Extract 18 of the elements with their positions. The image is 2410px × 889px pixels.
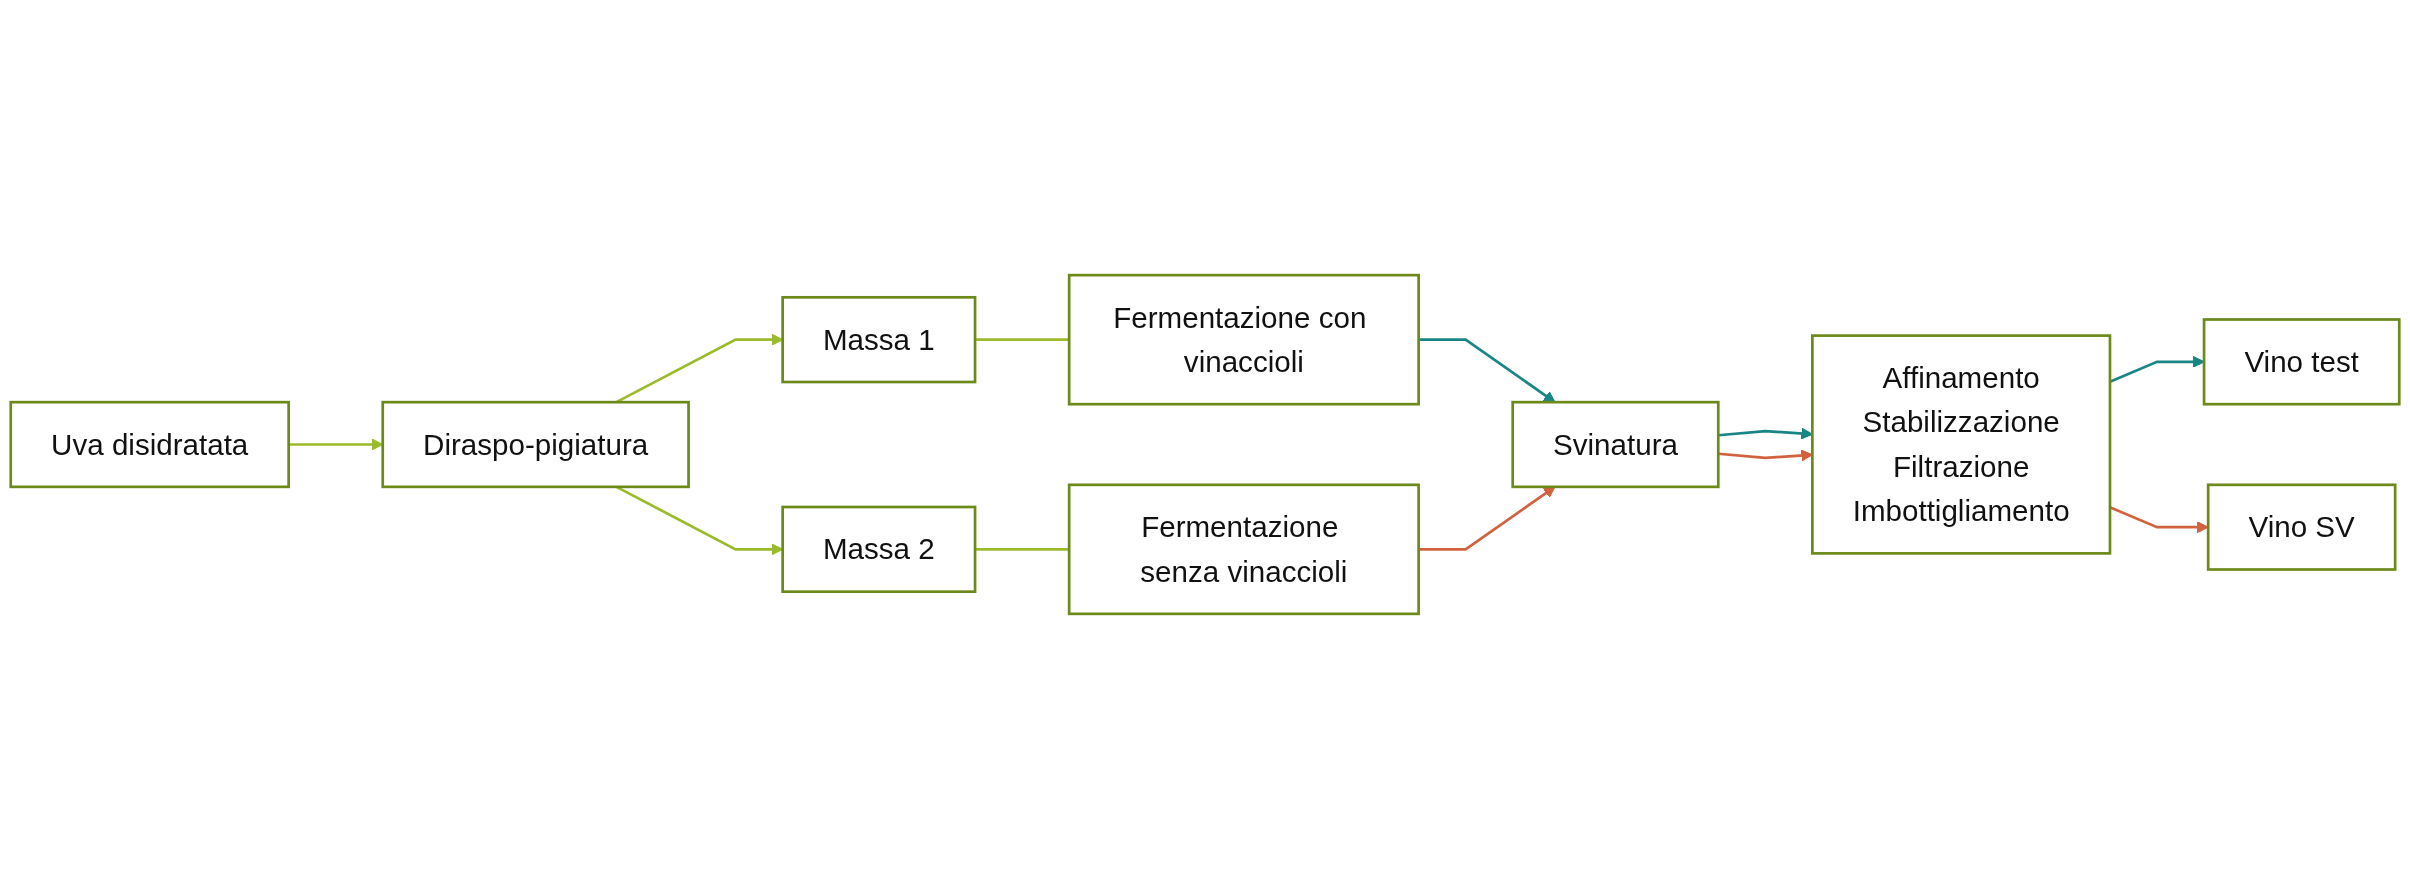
arrow [1418,338,1556,403]
arrow [2109,506,2209,534]
node-box: Diraspo-pigiatura [381,400,690,489]
arrow [1718,427,1813,440]
node-box: Uva disidratata [9,400,290,489]
arrow [1418,486,1556,551]
node-box: Svinatura [1511,400,1720,489]
node-box: Massa 1 [781,295,977,384]
node-box: Vino test [2202,318,2401,406]
node-box: Massa 2 [781,505,977,594]
node-box: Affinamento Stabilizzazione Filtrazione Imbottigliamento [1811,334,2112,555]
connector [975,548,1070,551]
arrow [1718,449,1813,462]
node-box: Vino SV [2206,483,2397,571]
arrow [2109,355,2205,383]
node-box: Fermentazione senza vinaccioli [1067,483,1420,616]
node-box: Fermentazione con vinaccioli [1067,273,1420,406]
connector [975,338,1070,341]
